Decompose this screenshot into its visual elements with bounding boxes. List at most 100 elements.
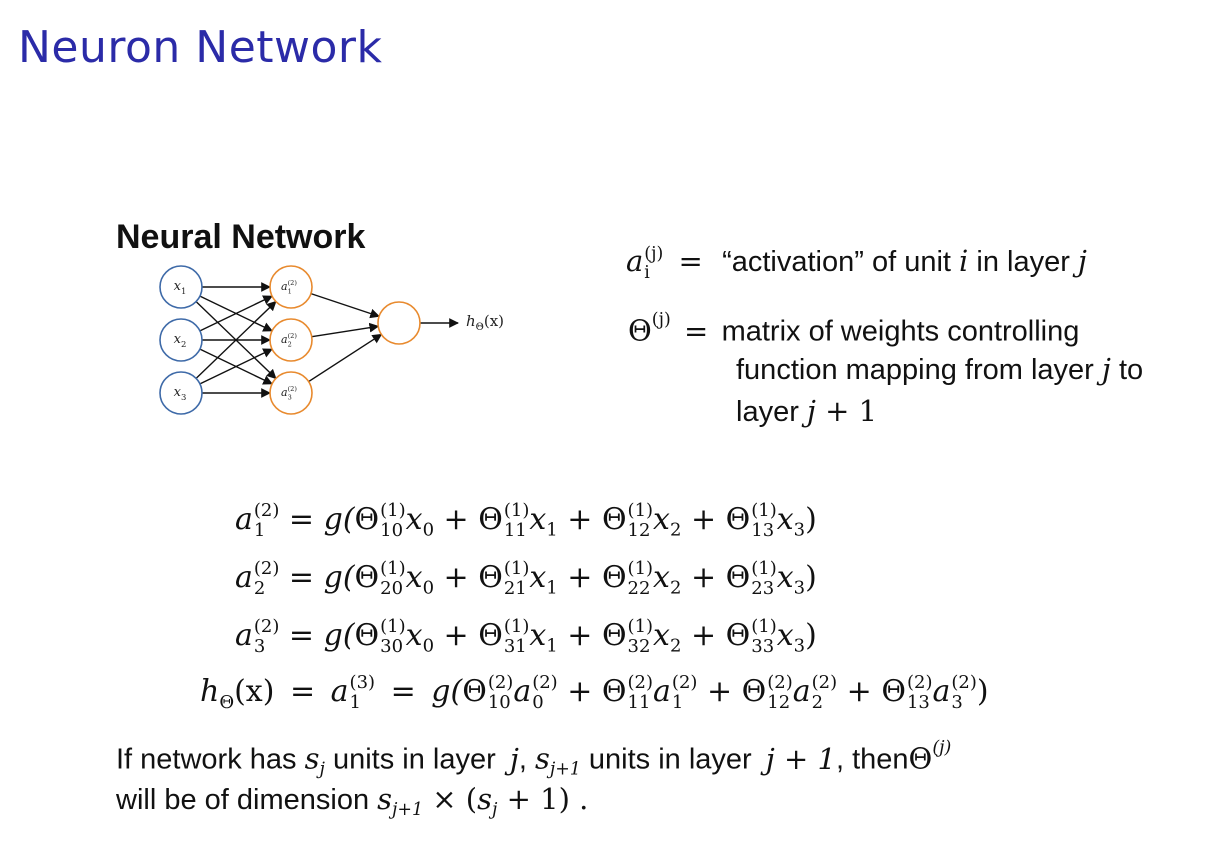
output-eq-equals-1: = bbox=[289, 674, 316, 709]
eq-1-x-sub-1: 1 bbox=[546, 519, 558, 541]
eq-2-x-0: x bbox=[405, 560, 423, 595]
eq-2-g: g( bbox=[323, 560, 355, 595]
note-var-j1: j + 1 bbox=[765, 741, 836, 776]
eq-1-close: ) bbox=[805, 502, 817, 537]
output-eq-theta-index-2-sub: 12 bbox=[767, 692, 791, 713]
hidden-node-label-2: a(2)2 bbox=[281, 332, 297, 348]
eq-3-theta-index-1-sup: (1) bbox=[503, 616, 530, 637]
eq-1-x-0: x bbox=[405, 502, 423, 537]
eq-2-theta-index-1: (1)21 bbox=[504, 560, 530, 598]
theta-line-3-var: j bbox=[806, 394, 816, 428]
input-node-2 bbox=[159, 318, 203, 362]
edge-hidden-1-output bbox=[310, 292, 381, 319]
hidden-node-2 bbox=[269, 318, 313, 362]
eq-3-x-sub-1: 1 bbox=[546, 635, 558, 657]
note-line-2-s-3: s bbox=[477, 782, 493, 816]
output-eq-a-2: a bbox=[792, 674, 811, 709]
output-eq-theta-index-0-sub: 10 bbox=[487, 692, 511, 713]
eq-3-theta-index-2-sup: (1) bbox=[627, 616, 654, 637]
output-eq-theta-index-1-sup: (2) bbox=[627, 672, 654, 693]
activation-var-j: j bbox=[1077, 244, 1087, 278]
eq-3-x-3: x bbox=[776, 618, 794, 653]
output-eq-a-index-2-sub: 2 bbox=[811, 692, 824, 713]
theta-symbol-sup: (j) bbox=[651, 310, 671, 330]
eq-3-theta-0: Θ bbox=[354, 618, 380, 653]
output-eq-lhs-arg: (x) bbox=[234, 674, 275, 709]
eq-3-theta-index-0: (1)30 bbox=[380, 618, 406, 656]
edge-input-3-hidden-1 bbox=[195, 300, 277, 379]
eq-2-lhs-index-sub: 2 bbox=[253, 578, 266, 599]
hidden-node-1 bbox=[269, 265, 313, 309]
eq-3-equals: = bbox=[279, 618, 324, 653]
eq-3-lhs-index-sup: (2) bbox=[253, 616, 280, 637]
eq-3-lhs-index-sub: 3 bbox=[253, 636, 266, 657]
activation-equals: = bbox=[678, 244, 703, 278]
eq-3-theta-index-3: (1)33 bbox=[751, 618, 777, 656]
eq-2-x-sub-0: 0 bbox=[422, 577, 435, 599]
theta-line-3-text: layer bbox=[736, 396, 807, 428]
eq-2-theta-index-0: (1)20 bbox=[380, 560, 406, 598]
eq-1-equals: = bbox=[279, 502, 324, 537]
eq-3-lhs: a bbox=[235, 618, 253, 653]
eq-3-plus-1: + bbox=[434, 618, 479, 653]
eq-1-lhs-index: (2)1 bbox=[254, 502, 280, 540]
eq-3-x-sub-2: 2 bbox=[669, 635, 682, 657]
theta-symbol: Θ bbox=[628, 313, 652, 348]
eq-2-x-sub-1: 1 bbox=[546, 577, 558, 599]
output-eq-g: g( bbox=[431, 674, 463, 709]
dimension-note: If network has sj units in layer j, sj+1… bbox=[116, 738, 951, 780]
output-eq-a-index-0: (2)0 bbox=[532, 674, 558, 712]
eq-2-theta-index-2-sup: (1) bbox=[627, 558, 654, 579]
output-eq-theta-index-3-sub: 13 bbox=[906, 692, 930, 713]
eq-1-theta-index-0: (1)10 bbox=[380, 502, 406, 540]
eq-3-lhs-index: (2)3 bbox=[254, 618, 280, 656]
eq-1-plus-3: + bbox=[681, 502, 726, 537]
output-eq-a-0: a bbox=[513, 674, 532, 709]
note-line-2-s-sub-j: j bbox=[492, 800, 498, 821]
theta-line-2-end: to bbox=[1110, 354, 1144, 386]
note-s-sub-j: j bbox=[319, 759, 325, 780]
output-eq-theta-index-3: (2)13 bbox=[907, 674, 933, 712]
output-eq-theta-index-2: (2)12 bbox=[767, 674, 793, 712]
output-label-base: h bbox=[466, 312, 476, 330]
note-text-3: units in layer bbox=[580, 743, 760, 776]
eq-3-plus-2: + bbox=[557, 618, 602, 653]
note-text-4: , then bbox=[835, 743, 909, 776]
eq-1-theta-index-1: (1)11 bbox=[504, 502, 530, 540]
eq-1-theta-index-0-sup: (1) bbox=[380, 500, 406, 521]
note-text-2: units in layer bbox=[324, 743, 504, 776]
theta-definition: Θ(j) = matrix of weights controlling bbox=[628, 310, 1079, 349]
activation-definition: a(j)i = “activation” of unit i in layer … bbox=[626, 244, 1087, 283]
eq-1-lhs-index-sup: (2) bbox=[253, 500, 280, 521]
eq-2-equals: = bbox=[279, 560, 324, 595]
eq-1-g: g( bbox=[323, 502, 355, 537]
output-eq-a-1: a bbox=[653, 674, 671, 709]
eq-2-theta-index-3-sub: 23 bbox=[751, 578, 775, 599]
eq-1-x-sub-3: 3 bbox=[793, 519, 806, 541]
eq-1-lhs-index-sub: 1 bbox=[253, 520, 266, 541]
input-node-1 bbox=[159, 265, 203, 309]
eq-1-theta-1: Θ bbox=[478, 502, 503, 537]
eq-1-theta-3: Θ bbox=[725, 502, 751, 537]
theta-definition-line-2: function mapping from layer j to bbox=[736, 352, 1143, 387]
eq-1-theta-index-2-sup: (1) bbox=[627, 500, 654, 521]
eq-2-plus-2: + bbox=[557, 560, 602, 595]
eq-3-theta-index-3-sub: 33 bbox=[751, 636, 775, 657]
output-eq-a-index-0-sup: (2) bbox=[532, 672, 558, 693]
theta-line-2-var: j bbox=[1101, 352, 1111, 386]
theta-line-2-text: function mapping from layer bbox=[736, 354, 1102, 386]
activation-symbol-sup: (j) bbox=[644, 243, 664, 264]
eq-3-close: ) bbox=[805, 618, 817, 653]
eq-2-x-2: x bbox=[653, 560, 670, 595]
activation-text-2: in layer bbox=[968, 246, 1078, 278]
eq-2-close: ) bbox=[805, 560, 817, 595]
eq-2-x-sub-2: 2 bbox=[669, 577, 682, 599]
output-eq-lhs: h bbox=[200, 674, 220, 709]
note-s-2: s bbox=[534, 741, 550, 776]
eq-2-theta-index-2: (1)22 bbox=[628, 560, 654, 598]
edge-input-2-hidden-1 bbox=[199, 295, 273, 332]
output-eq-plus-2: + bbox=[697, 674, 742, 709]
